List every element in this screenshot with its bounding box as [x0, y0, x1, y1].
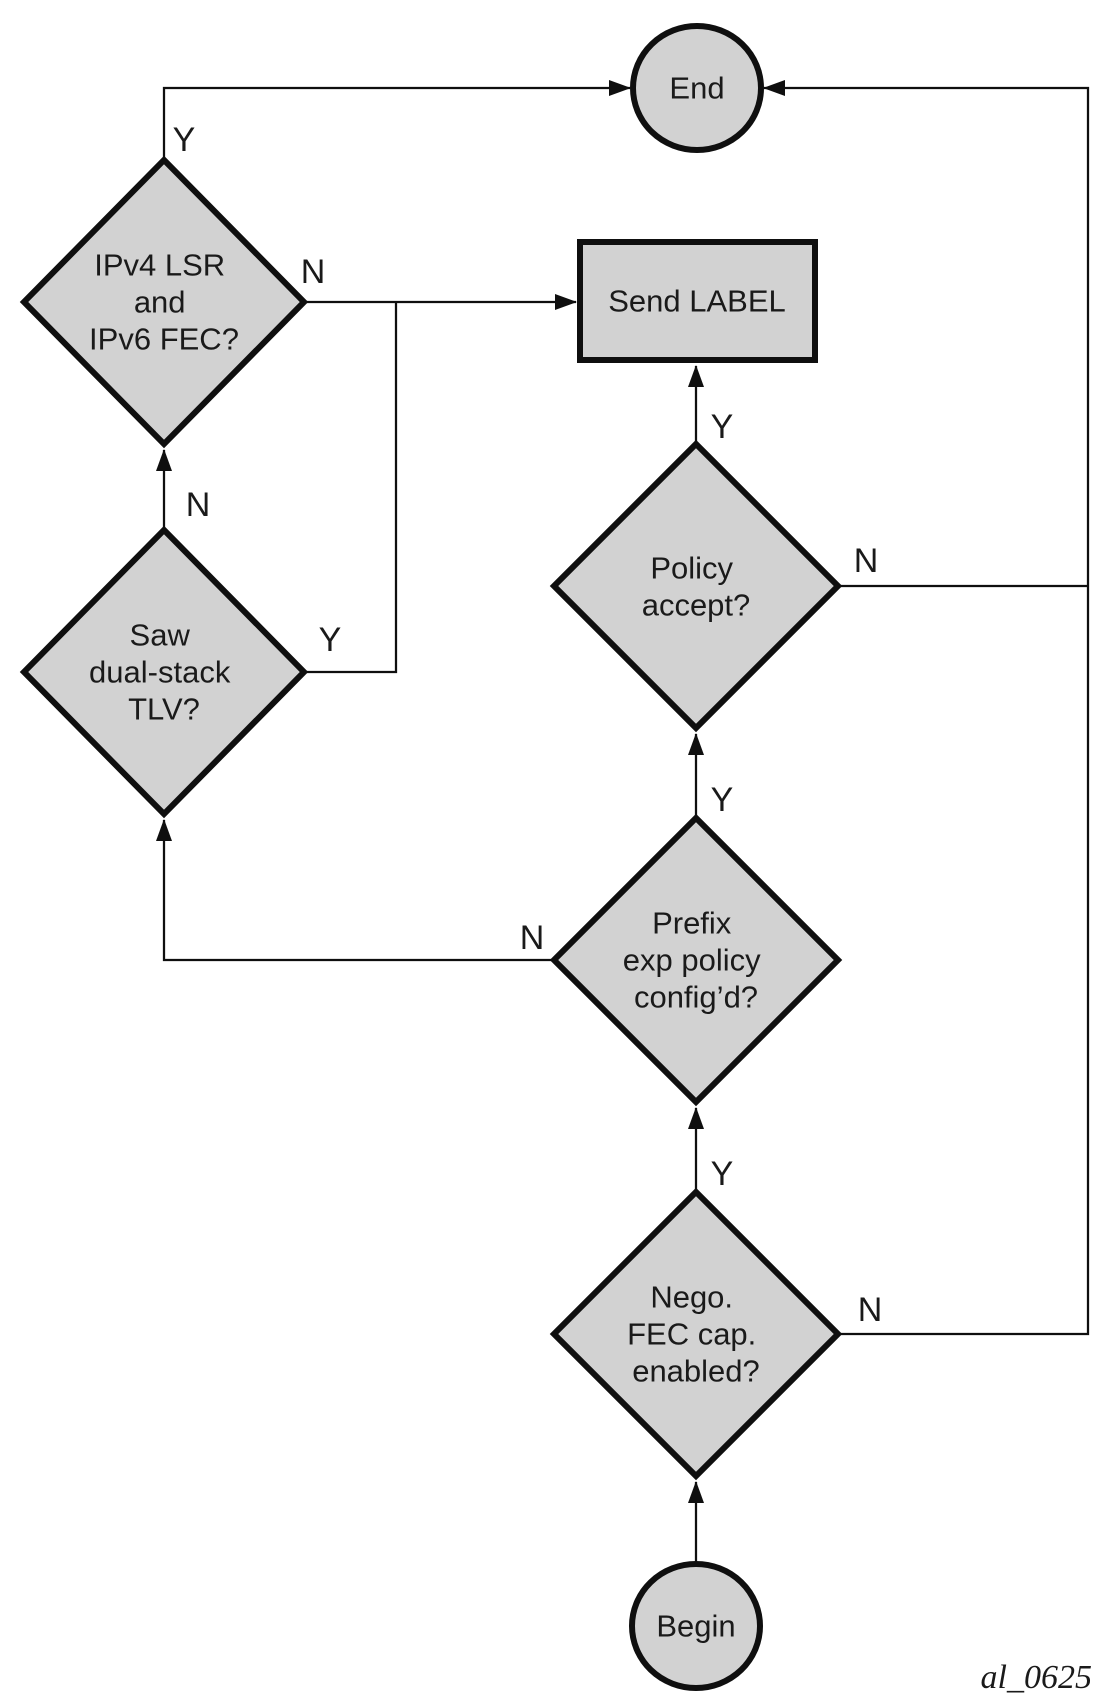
saw-dual-stack-decision-shape [19, 525, 309, 819]
ipv4-yes-label: Y [173, 121, 196, 159]
figure-id-text: al_0625 [981, 1659, 1092, 1696]
ipv4-lsr-decision-shape [19, 155, 309, 449]
node-policy-accept: Policy accept? [549, 439, 843, 733]
policy-accept-line-2: accept? [642, 588, 751, 623]
policy-accept-line-1: Policy [650, 551, 733, 586]
prefix-exp-policy-line-3: config’d? [634, 980, 758, 1015]
prefix-exp-policy-line-1: Prefix [652, 906, 732, 941]
end-label: End [669, 71, 724, 106]
ipv4-no-label: N [301, 253, 326, 291]
nego-fec-cap-line-3: enabled? [632, 1354, 760, 1389]
saw-no-label: N [186, 486, 211, 524]
policy-no-label: N [854, 542, 879, 580]
nego-no-label: N [858, 1291, 883, 1329]
nego-fec-cap-line-2: FEC cap. [627, 1317, 756, 1352]
prefix-exp-policy-decision-shape [549, 813, 843, 1107]
nego-fec-cap-decision-shape [549, 1187, 843, 1481]
node-begin: Begin [629, 1561, 763, 1691]
prefix-exp-policy-label: Prefix exp policy config’d? [623, 895, 769, 1015]
prefix-exp-policy-line-2: exp policy [623, 943, 761, 978]
edge-saw-yes-to-no-line [304, 303, 398, 674]
policy-accept-decision-shape [549, 439, 843, 733]
edge-nego-no-to-end [763, 80, 1090, 1336]
policy-yes-label: Y [711, 408, 734, 446]
nego-fec-cap-line-1: Nego. [650, 1280, 733, 1315]
prefix-yes-label: Y [711, 781, 734, 819]
nego-fec-cap-label: Nego. FEC cap. enabled? [627, 1269, 765, 1389]
begin-terminal-shape [629, 1561, 763, 1691]
ipv4-lsr-line-1: IPv4 LSR [94, 248, 225, 283]
node-send-label: Send LABEL [577, 239, 818, 363]
ipv4-lsr-label: IPv4 LSR and IPv6 FEC? [89, 237, 239, 357]
node-end: End [630, 23, 764, 153]
branch-labels: Y N N Y Y N Y N Y N [173, 121, 883, 1329]
prefix-no-label: N [520, 919, 545, 957]
nego-yes-label: Y [711, 1155, 734, 1193]
saw-dual-stack-line-1: Saw [130, 618, 191, 653]
node-nego-fec-cap: Nego. FEC cap. enabled? [549, 1187, 843, 1481]
edge-ipv4-yes-to-end [162, 80, 631, 160]
edges [156, 80, 1090, 1563]
saw-yes-label: Y [319, 621, 342, 659]
end-terminal-shape [630, 23, 764, 153]
saw-dual-stack-line-2: dual-stack [89, 655, 231, 690]
policy-accept-label: Policy accept? [642, 540, 751, 623]
ipv4-lsr-line-2: and [134, 285, 186, 320]
send-label-label: Send LABEL [608, 284, 786, 319]
node-prefix-exp-policy: Prefix exp policy config’d? [549, 813, 843, 1107]
begin-label: Begin [656, 1609, 735, 1644]
send-label-process-shape [577, 239, 818, 363]
ipv4-lsr-line-3: IPv6 FEC? [89, 322, 239, 357]
node-ipv4-lsr: IPv4 LSR and IPv6 FEC? [19, 155, 309, 449]
saw-dual-stack-label: Saw dual-stack TLV? [89, 607, 239, 727]
saw-dual-stack-line-3: TLV? [128, 692, 200, 727]
edge-prefix-no-to-saw [156, 819, 554, 962]
node-saw-dual-stack: Saw dual-stack TLV? [19, 525, 309, 819]
